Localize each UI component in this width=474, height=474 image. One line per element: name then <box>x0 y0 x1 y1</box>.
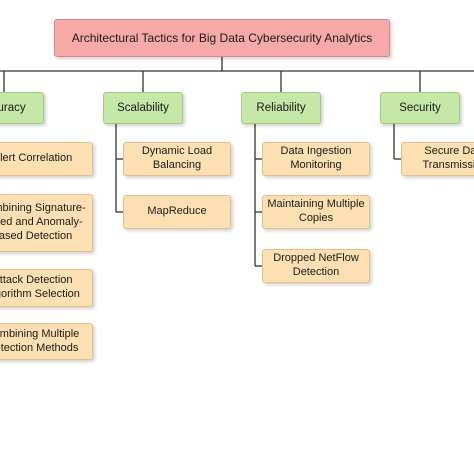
tactic-combining-multiple-methods: Combining Multiple Detection Methods <box>0 323 93 360</box>
tactic-dynamic-load-balancing: Dynamic Load Balancing <box>123 142 231 176</box>
tactic-mapreduce: MapReduce <box>123 195 231 229</box>
category-security: Security <box>380 92 460 124</box>
tactic-alert-correlation: Alert Correlation <box>0 142 93 176</box>
root-node: Architectural Tactics for Big Data Cyber… <box>54 19 390 57</box>
tactic-secure-data-transmission: Secure Data Transmission <box>401 142 474 176</box>
category-scalability: Scalability <box>103 92 183 124</box>
tactic-dropped-netflow-detection: Dropped NetFlow Detection <box>262 249 370 283</box>
category-reliability: Reliability <box>241 92 321 124</box>
tactic-combining-signature-anomaly: Combining Signature-based and Anomaly-ba… <box>0 194 93 252</box>
tactic-attack-detection-algorithm: Attack Detection Algorithm Selection <box>0 269 93 307</box>
tactic-maintaining-multiple-copies: Maintaining Multiple Copies <box>262 195 370 229</box>
tactic-data-ingestion-monitoring: Data Ingestion Monitoring <box>262 142 370 176</box>
category-accuracy: Accuracy <box>0 92 44 124</box>
